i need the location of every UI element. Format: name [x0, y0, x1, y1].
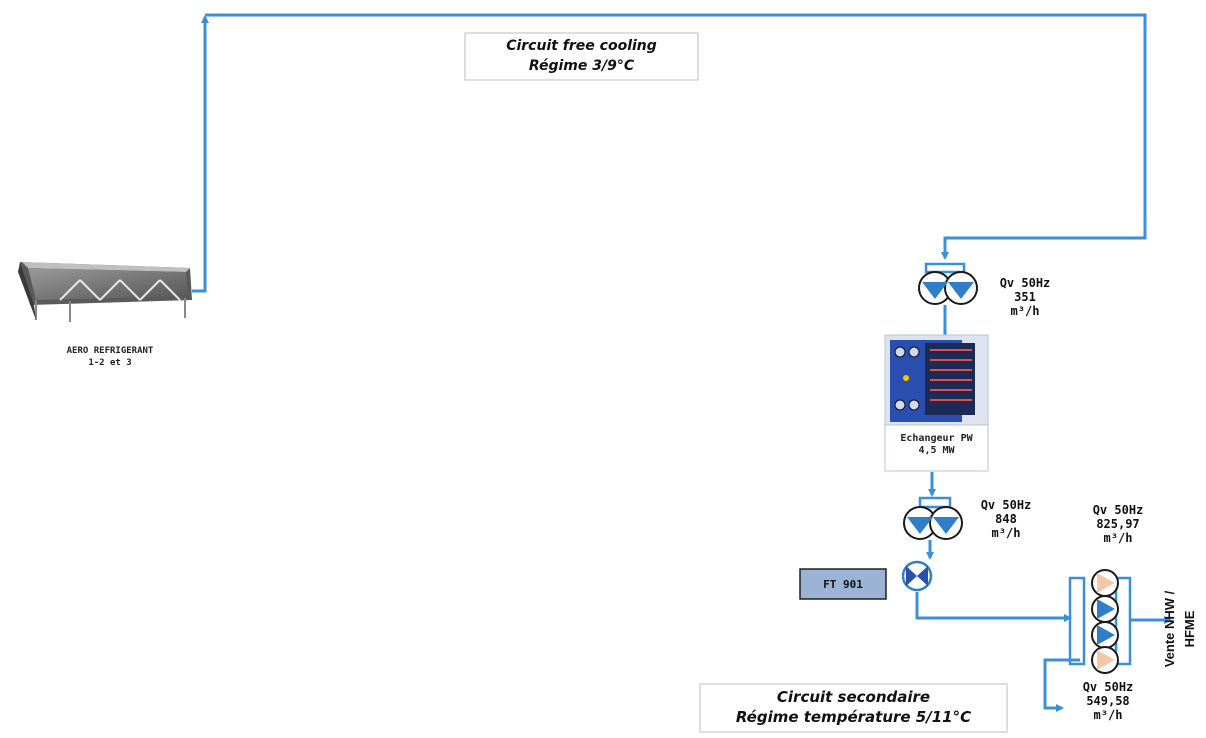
exchanger-label: Echangeur PW 4,5 MW	[885, 433, 988, 457]
ft-tag-label: FT 901	[823, 577, 863, 591]
outlet-label: Vente NHW / HFME	[1162, 590, 1197, 668]
plate-heat-exchanger	[884, 334, 989, 472]
pump-top-label: Qv 50Hz 351 m³/h	[985, 276, 1065, 318]
secondary-box	[699, 683, 1008, 733]
pipe-free-cooling-top	[205, 13, 1147, 260]
pump-top-line3: m³/h	[1010, 304, 1040, 318]
aero-refrigerant-unit	[18, 262, 192, 322]
pump-mid-line2: 848	[995, 512, 1017, 526]
pump-right-bottom-line3: m³/h	[1093, 708, 1123, 722]
pipe-network	[192, 13, 1172, 712]
pump-middle	[903, 496, 963, 540]
pipe-ft-to-collector	[915, 592, 1072, 622]
aero-line1: AERO REFRIGERANT	[66, 346, 154, 356]
flow-meter-symbol	[901, 560, 933, 592]
pipe-free-cooling-return	[192, 15, 209, 293]
pump-right-top-line3: m³/h	[1103, 531, 1133, 545]
pump-mid-label: Qv 50Hz 848 m³/h	[966, 498, 1046, 540]
ft-tag-box	[799, 568, 887, 600]
pump-top-line2: 351	[1014, 290, 1036, 304]
pipe-return-bottom	[1043, 658, 1080, 712]
pump-right-bottom-label: Qv 50Hz 549,58 m³/h	[1068, 680, 1148, 722]
free-cooling-label: Circuit free cooling Régime 3/9°C	[465, 36, 698, 76]
pump-right-top-line2: 825,97	[1096, 517, 1140, 531]
free-cooling-line2: Régime 3/9°C	[528, 58, 635, 74]
pump-top-line1: Qv 50Hz	[999, 276, 1051, 290]
aero-line2: 1-2 et 3	[88, 358, 132, 368]
secondary-line2: Régime température 5/11°C	[735, 708, 972, 726]
exchanger-line2: 4,5 MW	[918, 445, 955, 456]
free-cooling-box	[464, 32, 699, 81]
pump-right-bottom-line1: Qv 50Hz	[1082, 680, 1134, 694]
pump-right-top-line1: Qv 50Hz	[1092, 503, 1144, 517]
secondary-line1: Circuit secondaire	[776, 688, 931, 706]
free-cooling-line1: Circuit free cooling	[506, 38, 657, 54]
pump-top	[918, 262, 978, 305]
pump-mid-line1: Qv 50Hz	[980, 498, 1032, 512]
exchanger-line1: Echangeur PW	[900, 433, 973, 444]
pump-right-bottom-line2: 549,58	[1086, 694, 1130, 708]
pump-mid-line3: m³/h	[991, 526, 1021, 540]
secondary-label: Circuit secondaire Régime température 5/…	[700, 687, 1007, 727]
pump-group-right	[1068, 569, 1132, 674]
aero-label: AERO REFRIGERANT 1-2 et 3	[30, 345, 190, 369]
pump-right-top-label: Qv 50Hz 825,97 m³/h	[1078, 503, 1158, 545]
